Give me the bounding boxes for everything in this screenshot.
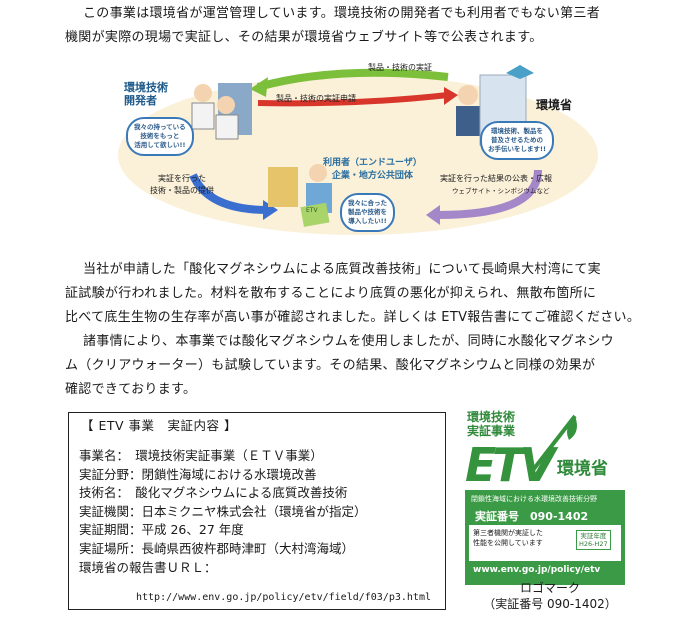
arrow-right-label: 実証を行った結果の公表・広報 xyxy=(440,174,552,183)
info-row-technology: 技術名： 酸化マグネシウムによる底質改善技術 xyxy=(79,485,348,501)
arrow-right-sublabel: ウェブサイト・シンポジウムなど xyxy=(452,187,550,195)
developer-illustration xyxy=(191,83,252,140)
logo-field: 閉鎖性海域における水環境改善技術分野 xyxy=(471,495,597,503)
etv-sign-text: ETV xyxy=(306,207,318,214)
info-row-period: 実証期間：平成 26、27 年度 xyxy=(79,522,244,538)
arrow-left-blue xyxy=(189,173,269,214)
logo-caption-title: ロゴマーク xyxy=(519,581,580,595)
logo-etv-text: ETV xyxy=(465,438,555,492)
logo-caption-number: （実証番号 090-1402） xyxy=(483,597,617,611)
report-url-link[interactable]: http://www.env.go.jp/policy/etv/field/f0… xyxy=(135,592,431,603)
arrow-mid-head xyxy=(444,87,458,105)
arrow-top-head xyxy=(250,77,268,97)
logo-number: 実証番号 090-1402 xyxy=(475,510,589,523)
logo-year-badge: 実証年度 H26-H27 xyxy=(576,530,611,550)
info-row-field: 実証分野：閉鎖性海域における水環境改善 xyxy=(79,466,317,482)
info-row-report-url-label: 環境省の報告書ＵＲＬ： xyxy=(79,559,217,575)
arrow-left-label: 実証を行った 技術・製品の提供 xyxy=(150,174,214,195)
logo-public-note: 第三者機関が実証した 性能を公開しています xyxy=(473,529,543,547)
logo-title: 環境技術 実証事業 xyxy=(467,410,516,438)
user-bubble: 我々に合った 製品や技術を 導入したい!! xyxy=(340,193,395,232)
body-line-1: 当社が申請した「酸化マグネシウムによる底質改善技術」について長崎県大村湾にて実 xyxy=(83,262,601,277)
arrow-right-head xyxy=(426,205,440,225)
user-illustration xyxy=(268,164,332,227)
body-paragraph: 当社が申請した「酸化マグネシウムによる底質改善技術」について長崎県大村湾にて実 … xyxy=(65,258,655,402)
etv-logo: 環境技術 実証事業 ETV 環境省 閉鎖性海域における水環境改善技術分野 実証番… xyxy=(463,410,628,585)
body-line-2: 証試験が行われました。材料を散布することにより底質の悪化が抑えられ、無散布箇所に xyxy=(65,286,597,301)
info-row-organization: 実証機関：日本ミクニヤ株式会社（環境省が指定） xyxy=(79,503,367,519)
user-label: 利用者（エンドユーザ） 企業・地方公共団体 xyxy=(323,158,422,181)
arrow-left-head xyxy=(263,200,278,220)
intro-line-1: この事業は環境省が運営管理しています。環境技術の開発者でも利用者でもない第三者 xyxy=(83,6,601,21)
arrow-top-green xyxy=(256,68,449,91)
body-line-4: 諸事情により、本事業では酸化マグネシウムを使用しましたが、同時に水酸化マグネシウ xyxy=(83,334,614,349)
arrow-top-label: 製品・技術の実証 xyxy=(368,63,432,72)
body-line-5: ム（クリアウォーター）も試験しています。その結果、酸化マグネシウムと同様の効果が xyxy=(65,358,596,373)
etv-info-box: 【 ETV 事業 実証内容 】 事業名： 環境技術実証事業（ＥＴＶ事業） 実証分… xyxy=(68,412,446,610)
developer-label: 環境技術 開発者 xyxy=(124,81,168,107)
logo-caption: ロゴマーク （実証番号 090-1402） xyxy=(470,580,630,612)
ministry-bubble: 環境技術、製品を 普及させるための お手伝いをします!! xyxy=(480,121,554,160)
info-box-title: 【 ETV 事業 実証内容 】 xyxy=(81,418,238,433)
intro-line-2: 機関が実際の現場で実証し、その結果が環境省ウェブサイト等で公表されます。 xyxy=(65,30,543,45)
arrow-mid-red xyxy=(257,92,449,107)
info-box-rows: 事業名： 環境技術実証事業（ＥＴＶ事業） 実証分野：閉鎖性海域における水環境改善… xyxy=(79,447,367,577)
arrow-right-purple xyxy=(437,169,542,219)
info-row-project: 事業名： 環境技術実証事業（ＥＴＶ事業） xyxy=(79,448,323,463)
info-row-location: 実証場所：長崎県西彼杵郡時津町（大村湾海域） xyxy=(79,540,355,556)
logo-web: www.env.go.jp/policy/etv xyxy=(473,565,601,575)
body-line-6: 確認できております。 xyxy=(65,382,197,397)
body-line-3: 比べて底生生物の生存率が高い事が確認されました。詳しくは ETV報告書にてご確認… xyxy=(65,310,641,325)
logo-ministry: 環境省 xyxy=(557,459,608,479)
developer-bubble: 我々の持っている 技術をもっと 活用して欲しい!! xyxy=(126,117,194,156)
logo-inner-box xyxy=(469,525,621,561)
leaf-icon xyxy=(531,414,577,472)
arrow-mid-label: 製品・技術の実証申請 xyxy=(276,94,356,103)
etv-flow-diagram: 環境技術 開発者 我々の持っている 技術をもっと 活用して欲しい!! 環境省 環… xyxy=(118,55,598,255)
intro-paragraph: この事業は環境省が運営管理しています。環境技術の開発者でも利用者でもない第三者 … xyxy=(65,2,655,50)
ministry-label: 環境省 xyxy=(536,98,573,112)
